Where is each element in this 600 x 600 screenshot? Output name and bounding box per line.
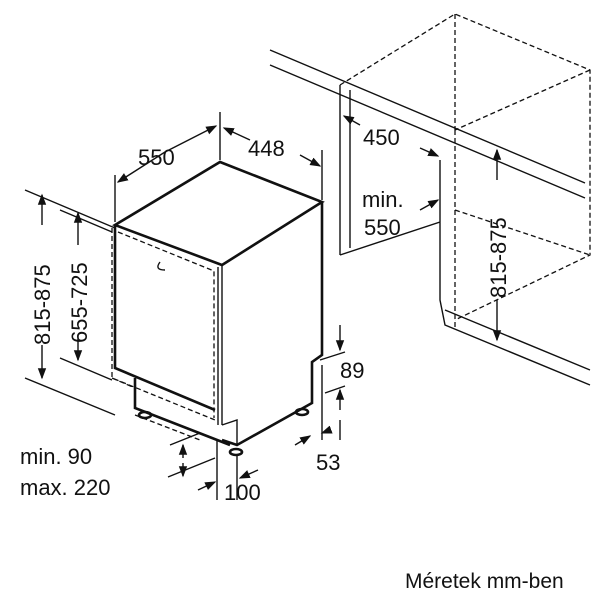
niche-min-label: min. xyxy=(362,187,404,212)
plinth-89-label: 89 xyxy=(340,358,364,383)
niche-height-label: 815-875 xyxy=(486,217,511,298)
niche-min-value: 550 xyxy=(364,215,401,240)
foot-offset-label: 100 xyxy=(224,480,261,505)
plinth-53-label: 53 xyxy=(316,450,340,475)
dimension-lines xyxy=(24,112,502,500)
plinth-min-label: min. 90 xyxy=(20,444,92,469)
niche-cabinet xyxy=(269,13,591,386)
total-height-label: 815-875 xyxy=(30,264,55,345)
dishwasher xyxy=(111,160,325,457)
width-label: 448 xyxy=(248,136,285,161)
plinth-max-label: max. 220 xyxy=(20,475,111,500)
door-height-label: 655-725 xyxy=(67,262,92,343)
caption: Méretek mm-ben xyxy=(405,570,564,593)
depth-label: 550 xyxy=(138,145,175,170)
niche-depth-label: 450 xyxy=(363,125,400,150)
